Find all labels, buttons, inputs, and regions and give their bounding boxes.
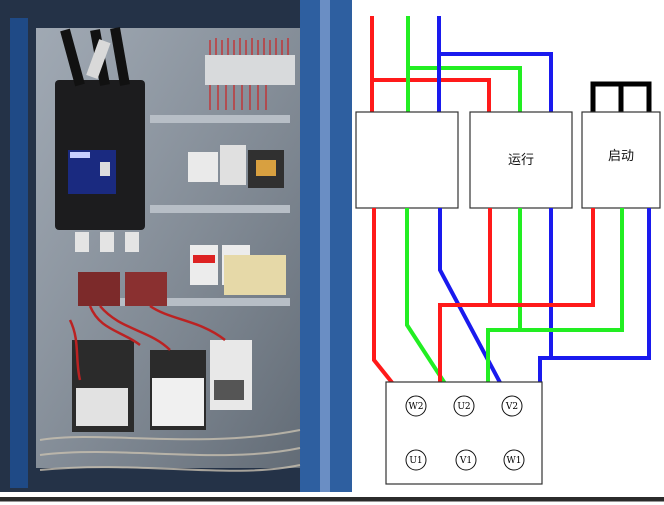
wire-blue-bridge <box>439 52 553 112</box>
svg-text:V2: V2 <box>505 402 518 412</box>
svg-text:U1: U1 <box>409 456 422 466</box>
run-contactor-label: 运行 <box>508 153 534 168</box>
bottom-divider <box>0 493 664 505</box>
main-contactor-box <box>355 111 459 209</box>
terminal-u2: U2 <box>453 395 475 417</box>
star-short-bar <box>590 81 652 112</box>
svg-text:U2: U2 <box>457 402 470 412</box>
star-delta-wiring-diagram: 运行 启动 W2 U2 V2 U1 V1 W1 <box>355 16 661 485</box>
terminal-w2: W2 <box>405 395 427 417</box>
ct-left <box>78 272 120 306</box>
cabinet-left-rail <box>10 18 28 488</box>
wire-green-start-out <box>520 208 624 332</box>
ct-right <box>125 272 167 306</box>
terminal-w1: W1 <box>503 449 525 471</box>
svg-text:V1: V1 <box>459 456 472 466</box>
controller-module <box>224 255 286 295</box>
wire-green-bridge <box>408 66 522 112</box>
run-contactor-box <box>469 111 573 209</box>
wire-red-bridge <box>372 78 491 112</box>
wire-blue-start-out <box>551 208 651 360</box>
terminal-v1: V1 <box>455 449 477 471</box>
terminal-v2: V2 <box>501 395 523 417</box>
relay-a <box>188 152 218 182</box>
terminal-strip <box>205 55 295 85</box>
terminal-u1: U1 <box>405 449 427 471</box>
wire-red-start-out <box>490 208 595 307</box>
start-contactor-label: 启动 <box>608 149 634 164</box>
svg-text:W2: W2 <box>409 402 424 412</box>
wire-red-main-out <box>372 208 412 407</box>
mcb-1 <box>190 245 218 285</box>
svg-text:W1: W1 <box>507 456 522 466</box>
relay-b <box>220 145 246 185</box>
cabinet-photo <box>0 0 352 492</box>
cabinet-illustration <box>0 0 352 492</box>
